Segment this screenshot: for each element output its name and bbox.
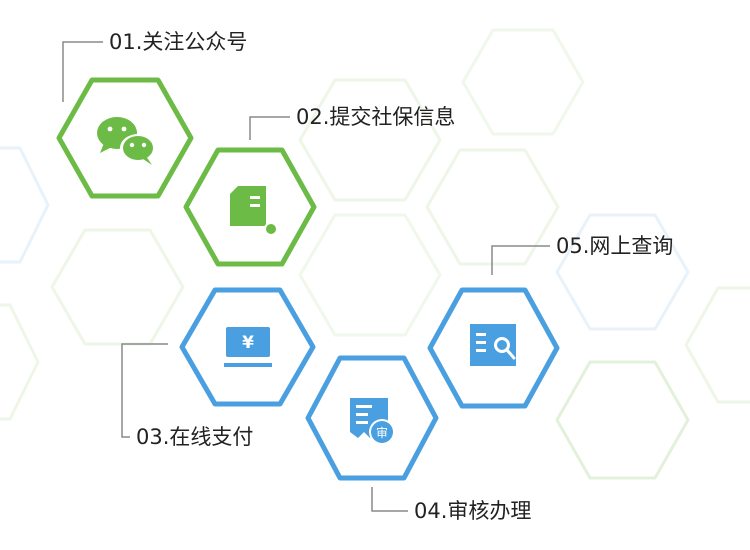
yuan-symbol: ¥ (242, 333, 254, 353)
bg-hex (425, 148, 560, 266)
bg-hex (0, 303, 40, 421)
step-4-node: 审 (305, 355, 439, 481)
connector-step-1 (62, 41, 103, 102)
connector-step-3 (121, 343, 168, 438)
step-5-node (427, 287, 560, 409)
step-3-node: ¥ (179, 287, 316, 407)
wechat-icon (97, 117, 156, 165)
step-3-label: 03.在线支付 (136, 425, 254, 449)
step-4-label: 04.审核办理 (414, 499, 532, 523)
step-2-node (183, 147, 317, 267)
step-1-label: 01.关注公众号 (109, 30, 248, 54)
bg-hex (0, 146, 50, 264)
review-receipt-icon: 审 (350, 398, 395, 445)
review-char: 审 (376, 425, 388, 440)
bg-hex (298, 78, 442, 202)
bg-hex (555, 360, 690, 480)
bg-hex (461, 28, 585, 136)
bg-hex (298, 213, 442, 337)
connector-step-2 (249, 116, 290, 140)
step-1-node (56, 77, 194, 199)
step-2-label: 02.提交社保信息 (296, 105, 456, 129)
bg-hex (684, 286, 750, 404)
step-5-label: 05.网上查询 (556, 234, 674, 258)
bg-hex (50, 228, 185, 346)
document-submit-icon (230, 186, 278, 236)
online-payment-icon: ¥ (224, 327, 272, 367)
search-doc-icon (470, 324, 516, 366)
bg-hex (555, 213, 690, 331)
connector-step-5 (491, 245, 550, 275)
connectors (62, 41, 550, 512)
connector-step-4 (371, 487, 408, 512)
